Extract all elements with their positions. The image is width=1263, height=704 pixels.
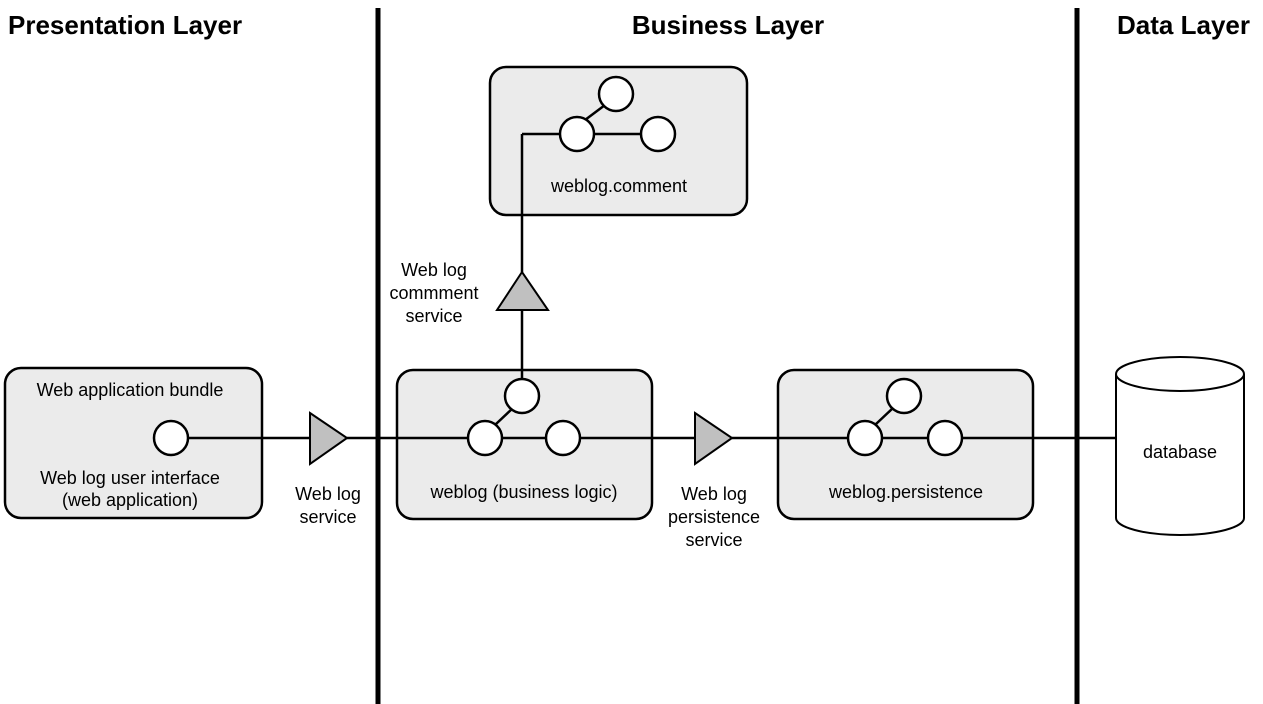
persistence-node-right bbox=[926, 419, 964, 457]
presentation-layer-title: Presentation Layer bbox=[8, 10, 242, 40]
web-log-service-triangle bbox=[309, 411, 349, 466]
persistence-node-left bbox=[846, 419, 884, 457]
comment-bundle-box bbox=[488, 65, 749, 217]
persistence-internal-wire-diag bbox=[875, 407, 894, 425]
comment-service-line3: service bbox=[405, 306, 462, 326]
business-node-left bbox=[466, 419, 504, 457]
business-node-top bbox=[503, 377, 541, 415]
comment-node-left bbox=[558, 115, 596, 153]
web-app-node bbox=[152, 419, 190, 457]
business-logic-bundle: weblog (business logic) bbox=[395, 368, 654, 521]
comment-node-right bbox=[639, 115, 677, 153]
web-app-desc-line1: Web log user interface bbox=[40, 468, 220, 488]
web-app-desc-line2: (web application) bbox=[62, 490, 198, 510]
persistence-bundle: weblog.persistence bbox=[776, 368, 1035, 521]
business-internal-wire-diag bbox=[495, 407, 514, 425]
persistence-bundle-label: weblog.persistence bbox=[828, 482, 983, 502]
database-top bbox=[1115, 356, 1245, 392]
comment-service-line2: commment bbox=[389, 283, 478, 303]
web-log-service-line2: service bbox=[299, 507, 356, 527]
comment-service-line1: Web log bbox=[401, 260, 467, 280]
business-node-right bbox=[544, 419, 582, 457]
persistence-service-triangle bbox=[694, 411, 734, 466]
comment-internal-wire-diag bbox=[584, 104, 606, 121]
web-application-bundle-box bbox=[3, 366, 264, 520]
database-cylinder: database bbox=[1115, 356, 1245, 536]
persistence-service-line3: service bbox=[685, 530, 742, 550]
comment-bundle: weblog.comment bbox=[488, 65, 749, 217]
comment-service-triangle bbox=[495, 270, 550, 311]
business-logic-bundle-box bbox=[395, 368, 654, 521]
comment-bundle-label: weblog.comment bbox=[550, 176, 687, 196]
web-application-bundle-title: Web application bundle bbox=[37, 380, 224, 400]
persistence-bundle-box bbox=[776, 368, 1035, 521]
database-label: database bbox=[1143, 442, 1217, 462]
web-application-bundle: Web application bundle Web log user inte… bbox=[3, 366, 264, 520]
data-layer-title: Data Layer bbox=[1117, 10, 1250, 40]
persistence-node-top bbox=[885, 377, 923, 415]
web-log-service-line1: Web log bbox=[295, 484, 361, 504]
business-layer-title: Business Layer bbox=[632, 10, 824, 40]
persistence-service-line2: persistence bbox=[668, 507, 760, 527]
database-body bbox=[1115, 374, 1245, 536]
persistence-service-line1: Web log bbox=[681, 484, 747, 504]
business-logic-label: weblog (business logic) bbox=[429, 482, 617, 502]
comment-node-top bbox=[597, 75, 635, 113]
